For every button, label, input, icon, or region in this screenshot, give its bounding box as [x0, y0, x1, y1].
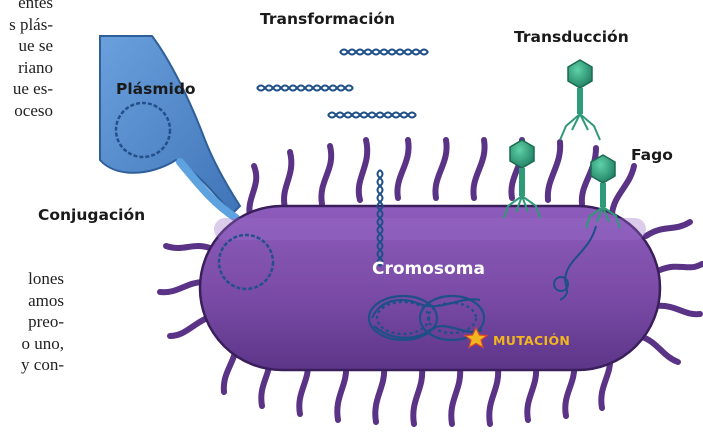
phage-transduccion	[560, 60, 600, 140]
label-conjugacion: Conjugación	[38, 206, 145, 224]
donor-cell	[100, 36, 240, 218]
label-transformacion: Transformación	[260, 10, 395, 28]
label-plasmido: Plásmido	[116, 80, 196, 98]
label-fago: Fago	[631, 146, 673, 164]
label-transduccion: Transducción	[514, 28, 629, 46]
label-mutacion: MUTACIÓN	[493, 333, 570, 348]
label-cromosoma: Cromosoma	[372, 259, 485, 279]
